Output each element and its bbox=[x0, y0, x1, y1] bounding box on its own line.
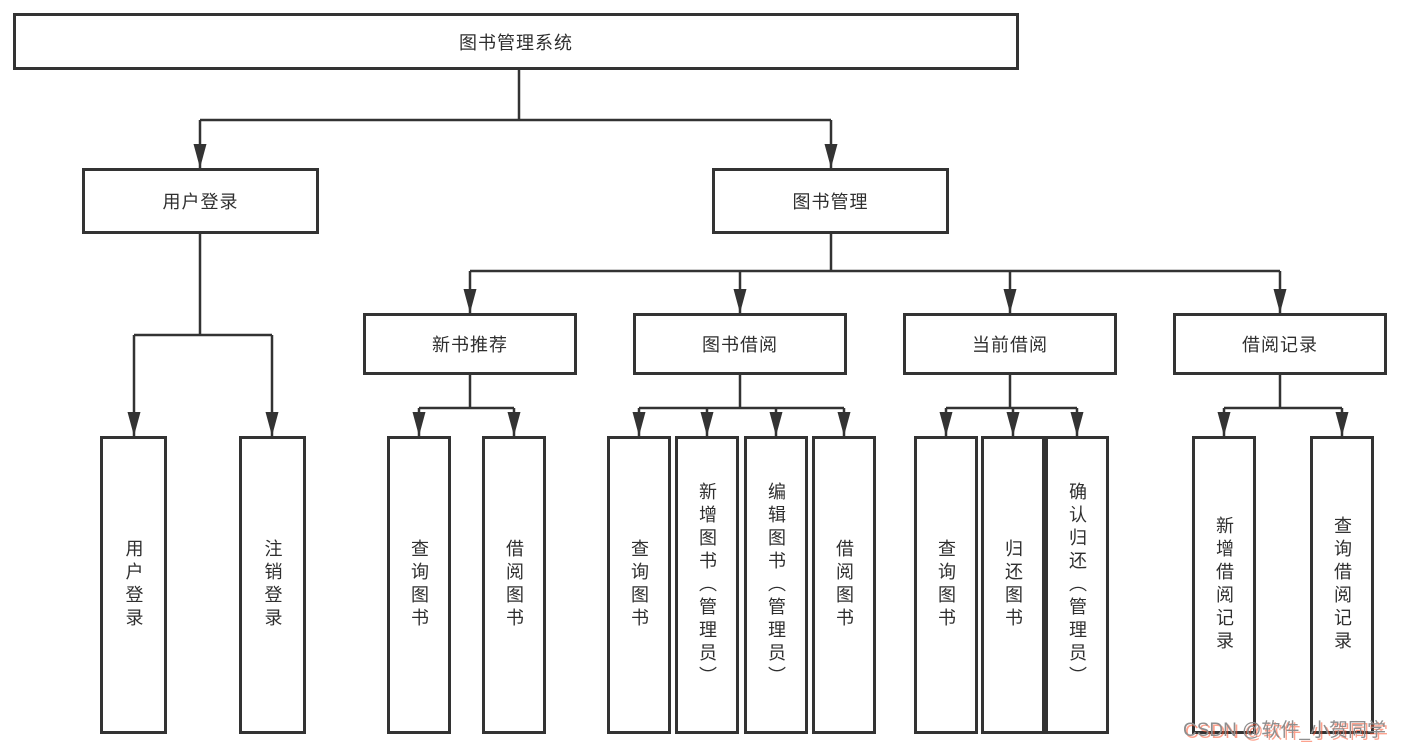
node-system-root: 图书管理系统 bbox=[13, 13, 1019, 70]
leaf-recommend-borrow-book: 借阅图书 bbox=[482, 436, 546, 734]
leaf-confirm-return-admin: 确认归还（管理员） bbox=[1045, 436, 1109, 734]
leaf-query-borrow-record: 查询借阅记录 bbox=[1310, 436, 1374, 734]
leaf-return-book: 归还图书 bbox=[981, 436, 1045, 734]
leaf-recommend-query-book: 查询图书 bbox=[387, 436, 451, 734]
leaf-add-borrow-record: 新增借阅记录 bbox=[1192, 436, 1256, 734]
leaf-borrow-book: 借阅图书 bbox=[812, 436, 876, 734]
csdn-watermark: CSDN @软件_小贺同学 bbox=[1183, 720, 1386, 741]
leaf-borrow-query-book: 查询图书 bbox=[607, 436, 671, 734]
node-book-management-branch: 图书管理 bbox=[712, 168, 949, 234]
leaf-user-login: 用户登录 bbox=[100, 436, 167, 734]
node-book-borrow: 图书借阅 bbox=[633, 313, 847, 375]
leaf-current-query-book: 查询图书 bbox=[914, 436, 978, 734]
leaf-logout: 注销登录 bbox=[239, 436, 306, 734]
node-current-borrow: 当前借阅 bbox=[903, 313, 1117, 375]
node-borrow-record: 借阅记录 bbox=[1173, 313, 1387, 375]
leaf-edit-book-admin: 编辑图书（管理员） bbox=[744, 436, 808, 734]
node-user-login-branch: 用户登录 bbox=[82, 168, 319, 234]
node-new-book-recommend: 新书推荐 bbox=[363, 313, 577, 375]
leaf-add-book-admin: 新增图书（管理员） bbox=[675, 436, 739, 734]
